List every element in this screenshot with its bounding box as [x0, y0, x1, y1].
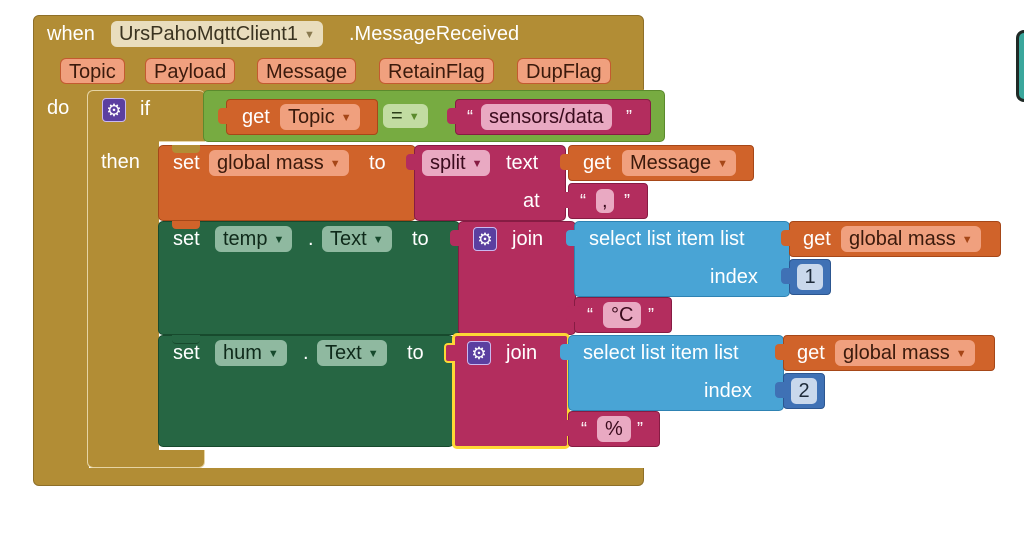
chevron-down-icon: ▼ — [372, 234, 384, 246]
chevron-down-icon: ▼ — [471, 158, 483, 170]
var-name: global mass — [843, 342, 950, 364]
chevron-down-icon: ▼ — [329, 158, 341, 170]
var-dropdown-topic[interactable]: Topic ▼ — [280, 104, 360, 130]
property-dropdown-text[interactable]: Text ▼ — [322, 226, 392, 252]
chevron-down-icon: ▼ — [340, 112, 352, 124]
chevron-down-icon: ▼ — [955, 348, 967, 360]
param-label: DupFlag — [526, 61, 602, 83]
set-label: set — [173, 342, 200, 364]
component-dropdown-hum[interactable]: hum ▼ — [215, 340, 287, 366]
number-field-1[interactable]: 1 — [797, 264, 823, 290]
gear-icon[interactable]: ⚙ — [467, 341, 491, 365]
open-quote: “ — [467, 107, 473, 127]
event-name: .MessageReceived — [349, 23, 520, 45]
get-label: get — [797, 342, 825, 364]
get-label: get — [583, 152, 611, 174]
chevron-down-icon: ▼ — [303, 29, 315, 41]
select-list-item-label: select list item list — [589, 228, 745, 250]
close-quote: ” — [626, 107, 632, 127]
select-list-item-label: select list item list — [583, 342, 739, 364]
open-quote: “ — [580, 191, 586, 211]
param-label: Topic — [69, 61, 116, 83]
close-quote: ” — [637, 419, 643, 439]
var-name: Message — [630, 152, 712, 174]
text-field-percent[interactable]: % — [597, 416, 631, 442]
chevron-down-icon: ▼ — [267, 348, 279, 360]
then-label: then — [101, 151, 140, 173]
chevron-down-icon: ▼ — [273, 234, 285, 246]
property-dropdown-text[interactable]: Text ▼ — [317, 340, 387, 366]
event-block[interactable] — [33, 15, 644, 486]
split-op-dropdown[interactable]: split ▼ — [422, 150, 491, 176]
offscreen-block-edge[interactable] — [1016, 30, 1024, 102]
chevron-down-icon: ▼ — [961, 234, 973, 246]
gear-icon[interactable]: ⚙ — [473, 227, 497, 251]
operator-label: = — [391, 105, 403, 127]
to-label: to — [407, 342, 424, 364]
open-quote: “ — [587, 305, 593, 325]
var-name: global mass — [217, 152, 324, 174]
set-label: set — [173, 228, 200, 250]
chevron-down-icon: ▼ — [408, 111, 420, 123]
var-dropdown-message[interactable]: Message ▼ — [622, 150, 737, 176]
gear-icon[interactable]: ⚙ — [102, 98, 126, 122]
param-dupflag[interactable]: DupFlag — [517, 58, 611, 84]
param-message[interactable]: Message — [257, 58, 357, 84]
number-field-2[interactable]: 2 — [791, 378, 817, 404]
close-quote: ” — [648, 305, 654, 325]
when-label: when — [47, 23, 95, 45]
join-label: join — [506, 342, 538, 364]
property-name: Text — [325, 342, 362, 364]
var-name: global mass — [849, 228, 956, 250]
select-list-item-block-hum[interactable] — [568, 335, 784, 411]
var-dropdown-global-mass[interactable]: global mass ▼ — [841, 226, 981, 252]
index-label: index — [710, 266, 758, 288]
component-name: UrsPahoMqttClient1 — [119, 23, 298, 45]
text-value: % — [605, 418, 623, 440]
component-name: temp — [223, 228, 268, 250]
if-label: if — [140, 98, 150, 120]
to-label: to — [412, 228, 429, 250]
set-hum-text-block[interactable] — [158, 335, 454, 447]
param-topic[interactable]: Topic — [60, 58, 125, 84]
var-dropdown-global-mass[interactable]: global mass ▼ — [209, 150, 349, 176]
do-label: do — [47, 97, 70, 119]
set-temp-text-block[interactable] — [158, 221, 460, 335]
text-label: text — [506, 152, 539, 174]
dot-label: . — [308, 228, 314, 250]
text-value: , — [602, 190, 608, 212]
text-value: °C — [611, 304, 634, 326]
param-label: Message — [266, 61, 348, 83]
select-list-item-block-temp[interactable] — [574, 221, 790, 297]
dot-label: . — [303, 342, 309, 364]
to-label: to — [369, 152, 386, 174]
param-label: Payload — [154, 61, 227, 83]
text-field-sensors[interactable]: sensors/data — [481, 104, 612, 130]
get-label: get — [242, 106, 270, 128]
var-dropdown-global-mass[interactable]: global mass ▼ — [835, 340, 975, 366]
set-label: set — [173, 152, 200, 174]
param-retainflag[interactable]: RetainFlag — [379, 58, 494, 84]
chevron-down-icon: ▼ — [367, 348, 379, 360]
param-label: RetainFlag — [388, 61, 485, 83]
join-label: join — [512, 228, 544, 250]
property-name: Text — [330, 228, 367, 250]
index-label: index — [704, 380, 752, 402]
operator-dropdown[interactable]: =▼ — [383, 104, 428, 128]
component-name: hum — [223, 342, 262, 364]
get-label: get — [803, 228, 831, 250]
open-quote: “ — [581, 419, 587, 439]
component-dropdown-temp[interactable]: temp ▼ — [215, 226, 293, 252]
text-value: sensors/data — [489, 106, 604, 128]
at-label: at — [523, 190, 540, 212]
var-name: Topic — [288, 106, 335, 128]
text-field-comma[interactable]: , — [596, 189, 614, 213]
param-payload[interactable]: Payload — [145, 58, 236, 84]
chevron-down-icon: ▼ — [717, 158, 729, 170]
close-quote: ” — [624, 191, 630, 211]
component-dropdown[interactable]: UrsPahoMqttClient1 ▼ — [111, 21, 323, 47]
split-op-label: split — [430, 152, 466, 174]
text-field-celsius[interactable]: °C — [603, 302, 642, 328]
